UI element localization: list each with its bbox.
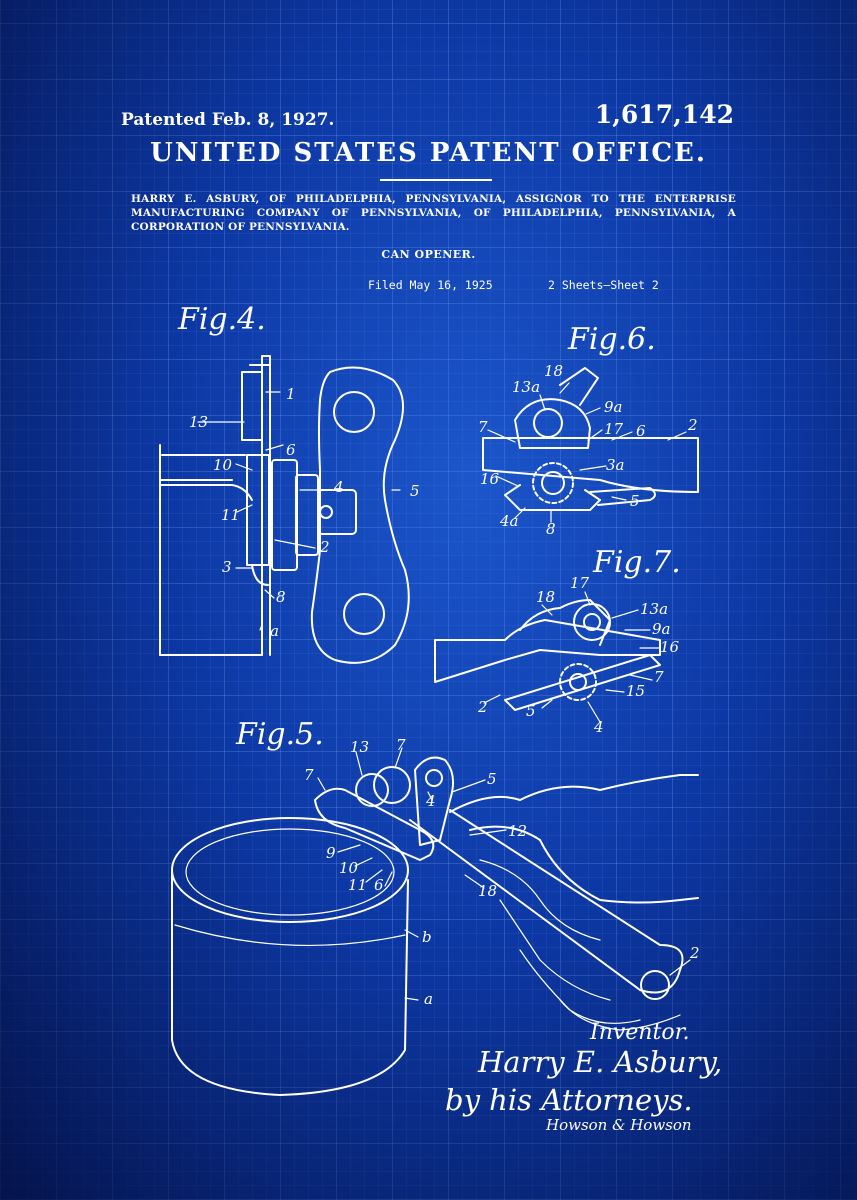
fig7-ref-13a: 13a [640, 600, 668, 618]
fig5-ref-13: 13 [350, 738, 369, 756]
title-rule [380, 179, 492, 181]
fig7-ref-2: 2 [477, 698, 488, 716]
fig5-ref-b: b [422, 928, 432, 946]
fig7-ref-15: 15 [626, 682, 645, 700]
fig5-ref-5: 5 [487, 770, 497, 788]
fig7-ref-17: 17 [570, 574, 590, 592]
fig7-ref-18: 18 [536, 588, 555, 606]
fig4-ref-3: 3 [222, 558, 232, 576]
fig6-ref-13a: 13a [512, 378, 540, 396]
fig6-drawing: 18 13a 9a 7 17 6 2 16 3a 5 4a 8 [478, 362, 698, 538]
fig4-ref-4: 4 [333, 478, 344, 496]
attorney-signature: Howson & Howson [546, 1116, 692, 1134]
fig7-ref-5: 5 [526, 702, 536, 720]
fig7-ref-9a: 9a [652, 620, 671, 638]
fig5-ref-4: 4 [425, 792, 436, 810]
fig7-label: Fig.7. [593, 545, 681, 580]
fig5-ref-2: 2 [689, 944, 700, 962]
fig6-ref-17: 17 [604, 420, 624, 438]
fig5-ref-7a: 7 [304, 766, 314, 784]
fig5-ref-9: 9 [326, 844, 336, 862]
fig5-ref-a: a [424, 990, 433, 1008]
fig5-drawing: 7 13 7 5 4 12 9 10 11 6 18 b a 2 [172, 736, 700, 1095]
assignment-text: HARRY E. ASBURY, OF PHILADELPHIA, PENNSY… [131, 193, 736, 233]
fig5-ref-7b: 7 [396, 736, 406, 754]
fig4-ref-2: 2 [319, 538, 330, 556]
fig7-drawing: 17 18 13a 9a 16 7 2 5 15 4 [435, 574, 680, 736]
fig6-ref-3a: 3a [606, 456, 625, 474]
sheet-count: 2 Sheets–Sheet 2 [548, 278, 659, 292]
fig6-ref-16: 16 [480, 470, 500, 488]
fig4-ref-1: 1 [286, 385, 296, 403]
fig6-ref-18: 18 [544, 362, 563, 380]
filed-date: Filed May 16, 1925 [368, 278, 493, 292]
fig5-ref-11: 11 [348, 876, 367, 894]
fig7-ref-4: 4 [593, 718, 604, 736]
fig6-ref-9a: 9a [604, 398, 623, 416]
fig4-label: Fig.4. [178, 302, 266, 337]
patent-number: 1,617,142 [594, 100, 734, 129]
inventor-label: Inventor. [590, 1020, 690, 1045]
fig6-ref-4a: 4a [499, 512, 519, 530]
fig6-ref-5: 5 [630, 492, 640, 510]
fig6-ref-6: 6 [636, 422, 646, 440]
fig6-ref-8: 8 [546, 520, 556, 538]
fig5-ref-12: 12 [508, 822, 527, 840]
fig5-label: Fig.5. [236, 717, 324, 752]
fig4-ref-8: 8 [276, 588, 286, 606]
patented-date: Patented Feb. 8, 1927. [121, 110, 335, 130]
fig4-drawing: 1 13 6 10 4 5 11 2 3 8 a [160, 356, 420, 663]
fig4-ref-a: a [270, 622, 279, 640]
fig4-ref-6: 6 [286, 441, 296, 459]
fig4-ref-10: 10 [213, 456, 233, 474]
inventor-name: Harry E. Asbury, [478, 1045, 723, 1079]
invention-subject: CAN OPENER. [381, 248, 476, 261]
fig4-ref-13: 13 [189, 413, 208, 431]
fig4-ref-5: 5 [410, 482, 420, 500]
attorneys-line: by his Attorneys. [445, 1083, 693, 1117]
fig7-ref-7: 7 [654, 668, 664, 686]
fig5-ref-10: 10 [339, 859, 359, 877]
fig6-ref-2: 2 [687, 416, 698, 434]
fig6-label: Fig.6. [568, 322, 656, 357]
fig7-ref-16: 16 [660, 638, 680, 656]
fig6-ref-7: 7 [478, 418, 488, 436]
fig4-ref-11: 11 [221, 506, 240, 524]
fig5-ref-18: 18 [478, 882, 497, 900]
patent-office-title: UNITED STATES PATENT OFFICE. [150, 138, 707, 168]
fig5-ref-6: 6 [374, 876, 384, 894]
